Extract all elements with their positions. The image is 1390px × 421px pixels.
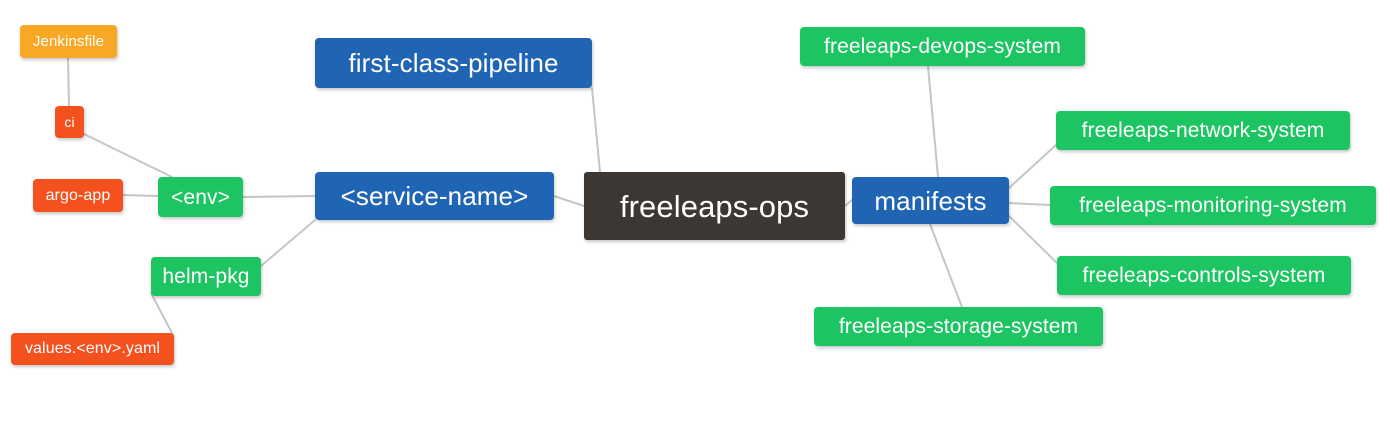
mindmap-node-label: ci [64,114,75,130]
mindmap-node-label: <service-name> [340,181,529,211]
mindmap-node-label: freeleaps-devops-system [824,35,1061,58]
mindmap-node-label: freeleaps-network-system [1081,119,1325,142]
mindmap-node-freeleaps-ops[interactable]: freeleaps-ops [584,172,845,240]
mindmap-node-freeleaps-controls-system[interactable]: freeleaps-controls-system [1057,256,1351,295]
mindmap-node-freeleaps-monitoring-system[interactable]: freeleaps-monitoring-system [1050,186,1376,225]
mindmap-node-freeleaps-storage-system[interactable]: freeleaps-storage-system [814,307,1103,346]
mindmap-node-freeleaps-network-system[interactable]: freeleaps-network-system [1056,111,1350,150]
mindmap-node-jenkinsfile[interactable]: Jenkinsfile [20,25,117,58]
mindmap-node-first-class-pipeline[interactable]: first-class-pipeline [315,38,592,88]
mindmap-node-freeleaps-devops-system[interactable]: freeleaps-devops-system [800,27,1085,66]
mindmap-node-label: helm-pkg [162,265,250,288]
mindmap-node-ci[interactable]: ci [55,106,84,138]
mindmap-node-helm-pkg[interactable]: helm-pkg [151,257,261,296]
mindmap-node-values-env-yaml[interactable]: values.<env>.yaml [11,333,174,365]
mindmap-node-argo-app[interactable]: argo-app [33,179,123,212]
mindmap-node-label: freeleaps-ops [619,188,810,224]
mindmap-node-label: manifests [874,185,987,216]
mindmap-node-label: values.<env>.yaml [24,340,161,357]
mindmap-node-service-name[interactable]: <service-name> [315,172,554,220]
mindmap-node-manifests[interactable]: manifests [852,177,1009,224]
mindmap-node-label: freeleaps-storage-system [838,315,1079,338]
mindmap-node-label: freeleaps-monitoring-system [1079,194,1347,217]
mindmap-node-label: argo-app [45,186,111,204]
mindmap-node-env[interactable]: <env> [158,177,243,217]
mindmap-node-label: <env> [171,185,230,209]
mindmap-node-label: freeleaps-controls-system [1082,264,1326,287]
mindmap-node-label: Jenkinsfile [32,33,105,50]
mindmap-node-label: first-class-pipeline [348,48,559,78]
